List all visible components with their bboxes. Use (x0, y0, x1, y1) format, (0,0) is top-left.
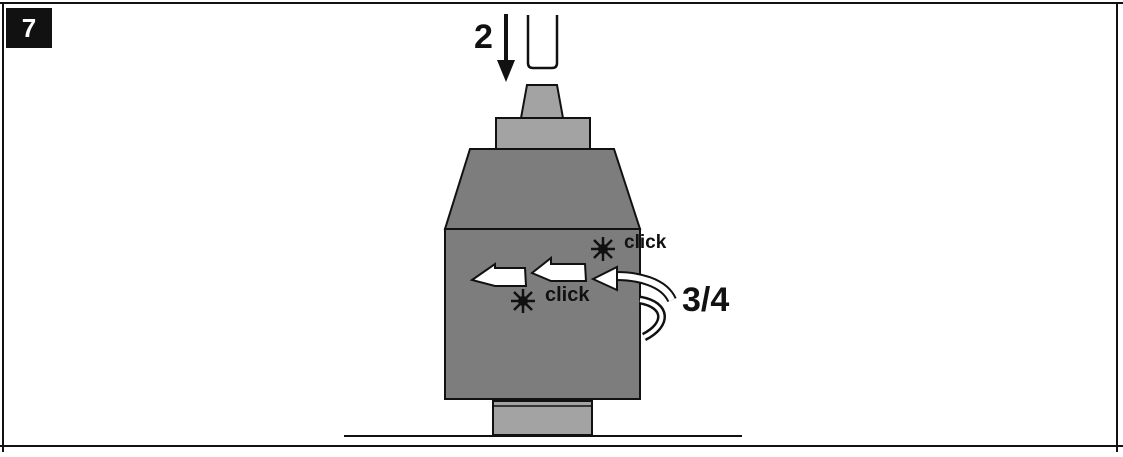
slide-arrow-left (469, 262, 528, 287)
press-arrow-head (497, 60, 515, 82)
housing-taper (443, 148, 642, 230)
click-label-upper: click (624, 232, 667, 253)
click-burst-icon-upper (591, 237, 615, 261)
slide-arrow-right (530, 255, 588, 282)
rotation-arrow-back-highlight (639, 298, 664, 339)
rotation-arrow-head (590, 265, 618, 292)
tool-tip (519, 84, 565, 119)
click-burst-icon-lower (511, 289, 535, 313)
upper-collar (495, 117, 591, 150)
rotation-arrow-curve-fill (615, 273, 675, 302)
step-number-badge: 7 (6, 8, 52, 48)
housing-body (444, 228, 641, 400)
click-label-lower: click (545, 284, 590, 306)
insert-shaft (526, 15, 559, 70)
rotate-step-label: 3/4 (682, 281, 730, 319)
press-step-label: 2 (474, 18, 493, 56)
